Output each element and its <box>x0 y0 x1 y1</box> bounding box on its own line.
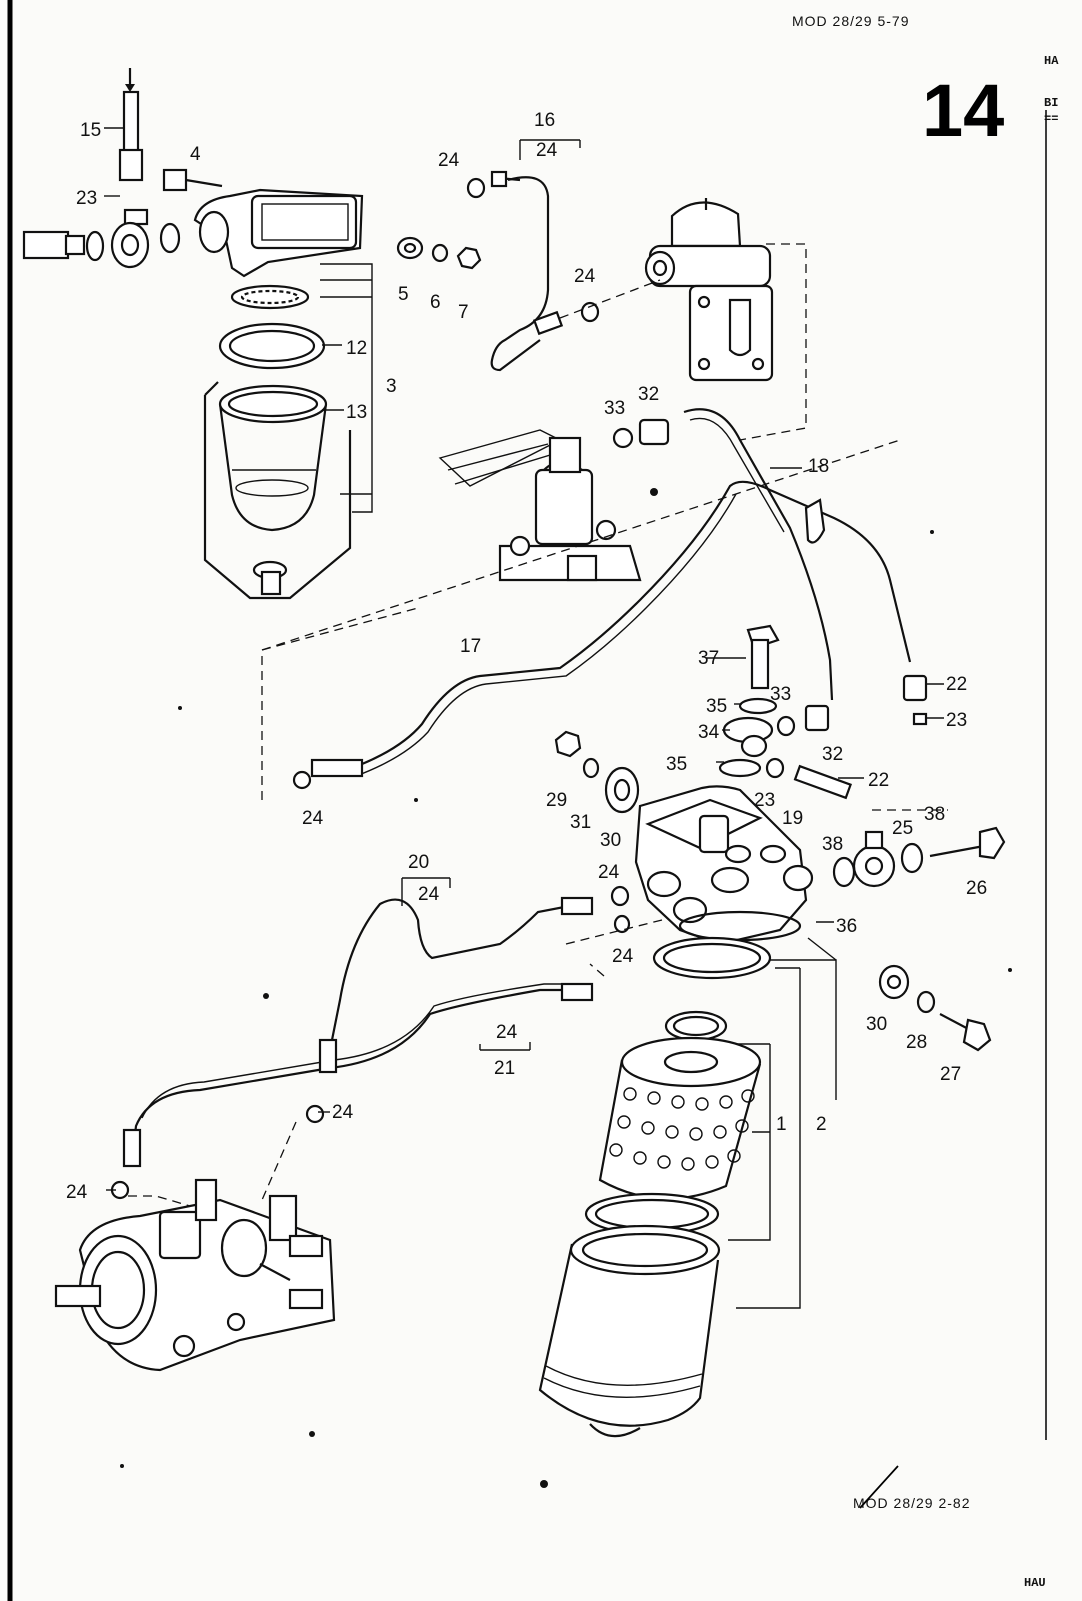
callout-22-mid: 22 <box>868 770 889 791</box>
banjo-bolt <box>22 230 70 260</box>
callout-1: 1 <box>776 1114 787 1135</box>
injection-pump <box>54 1178 336 1372</box>
callout-22-right: 22 <box>946 674 967 695</box>
callout-24-head-b: 24 <box>612 946 634 967</box>
revision-stroke <box>859 1465 899 1509</box>
callout-32-top: 32 <box>638 384 659 405</box>
callout-30-top: 30 <box>600 830 621 851</box>
filter-cartridge-group <box>538 936 837 1438</box>
callout-28: 28 <box>906 1032 927 1053</box>
callout-23-mid: 23 <box>754 790 775 811</box>
callout-13: 13 <box>346 402 367 423</box>
callout-labels: 15 4 23 12 13 3 5 6 7 24 16 24 24 33 32 … <box>66 110 987 1203</box>
callout-2: 2 <box>816 1114 827 1135</box>
model-label-top: MOD 28/29 5-79 <box>792 13 910 29</box>
filter-bowl <box>218 403 328 532</box>
edge-rule: == <box>1044 112 1058 126</box>
prefilter-assembly <box>22 68 482 600</box>
edge-text-bottom: HAU <box>1024 1576 1046 1590</box>
callout-37: 37 <box>698 648 719 669</box>
callout-33-mid: 33 <box>770 684 791 705</box>
callout-24-line20: 24 <box>332 1102 354 1123</box>
callout-18: 18 <box>808 456 829 477</box>
callout-23-right: 23 <box>946 710 967 731</box>
callout-5: 5 <box>398 284 409 305</box>
callout-19: 19 <box>782 808 803 829</box>
fuel-line-17 <box>351 480 912 770</box>
callout-7: 7 <box>458 302 469 323</box>
callout-29: 29 <box>546 790 567 811</box>
callout-24-line17: 24 <box>302 808 324 829</box>
callout-17: 17 <box>460 636 481 657</box>
callout-24-top: 24 <box>438 150 460 171</box>
callout-38-left: 38 <box>822 834 843 855</box>
edge-text-top: HA <box>1044 54 1059 68</box>
fuel-line-21 <box>130 988 580 1161</box>
callout-32-mid: 32 <box>822 744 843 765</box>
callout-23: 23 <box>76 188 97 209</box>
callout-3: 3 <box>386 376 397 397</box>
main-filter-head-group <box>554 624 1006 1052</box>
callout-36: 36 <box>836 916 857 937</box>
supply-pump <box>670 201 742 248</box>
scan-noise <box>120 488 1012 1488</box>
callout-6: 6 <box>430 292 441 313</box>
callout-26: 26 <box>966 878 987 899</box>
callout-15: 15 <box>80 120 101 141</box>
callout-24-pump: 24 <box>574 266 596 287</box>
callout-21: 21 <box>494 1058 515 1079</box>
callout-12: 12 <box>346 338 367 359</box>
edge-text-mid: BI <box>1044 96 1058 110</box>
callout-20-sub: 24 <box>418 884 440 905</box>
callout-38-right: 38 <box>924 804 945 825</box>
model-label-bottom: MOD 28/29 2-82 <box>853 1495 971 1511</box>
mounting-bracket <box>438 429 642 582</box>
supply-pump-group <box>466 170 807 449</box>
callout-21-sub: 24 <box>496 1022 518 1043</box>
callout-35-top: 35 <box>706 696 727 717</box>
callout-35-low: 35 <box>666 754 687 775</box>
fuel-line-16 <box>490 176 550 372</box>
fuel-lines <box>261 408 928 800</box>
page-number: 14 <box>922 69 1004 152</box>
filter-head <box>193 188 364 278</box>
callout-34: 34 <box>698 722 720 743</box>
callout-27: 27 <box>940 1064 961 1085</box>
element-perforations <box>609 1087 755 1171</box>
callout-31: 31 <box>570 812 591 833</box>
callout-24-pump-inlet: 24 <box>66 1182 88 1203</box>
callout-20: 20 <box>408 852 429 873</box>
callout-16: 16 <box>534 110 555 131</box>
callout-30-low: 30 <box>866 1014 887 1035</box>
callout-33-top: 33 <box>604 398 625 419</box>
callout-24-head-a: 24 <box>598 862 620 883</box>
callout-4: 4 <box>190 144 201 165</box>
fuel-line-20 <box>328 898 581 1051</box>
injection-pump-lines <box>110 896 605 1207</box>
callout-25: 25 <box>892 818 913 839</box>
fuel-line-18 <box>683 408 834 701</box>
callout-16-sub: 24 <box>536 140 558 161</box>
